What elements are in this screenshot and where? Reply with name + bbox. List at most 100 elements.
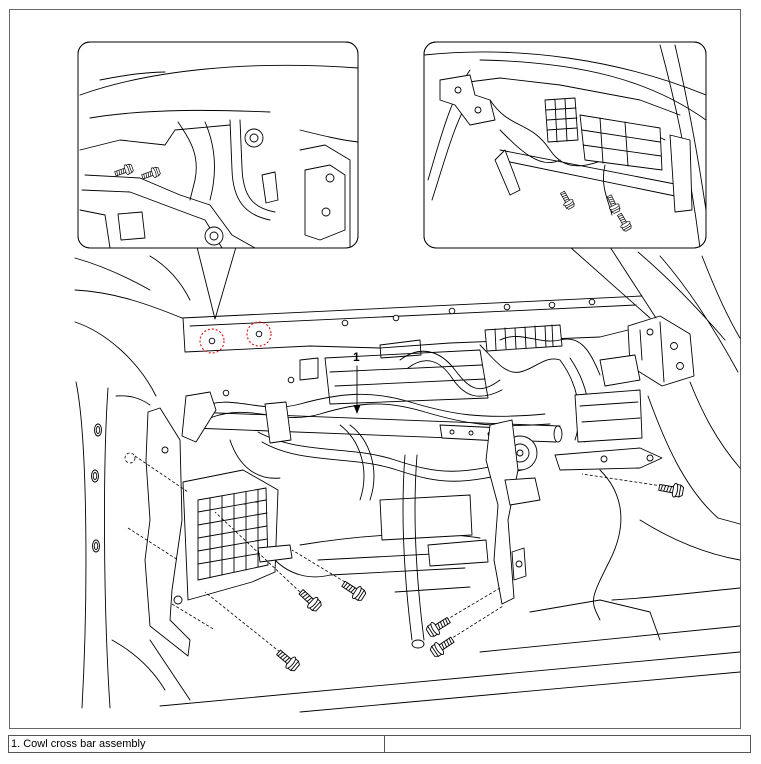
left-detail-callout: [77, 41, 359, 320]
cowl-hole: [222, 389, 230, 397]
cowl-hole: [588, 298, 596, 306]
right-detail-hole: [474, 106, 482, 114]
left-detail-hole-inner: [209, 231, 219, 241]
cross-bar-tube-end: [553, 425, 563, 443]
bracket-hole: [670, 342, 678, 350]
bracket-hole: [161, 446, 169, 454]
bracket-hole: [173, 595, 183, 605]
part-callout-1: 1: [353, 350, 361, 414]
console-panel: [427, 539, 489, 567]
bracket-hole: [515, 560, 523, 568]
junction-box-connector: [257, 544, 293, 563]
center-bracket-body: [485, 419, 519, 605]
pillar-hole-inner: [93, 542, 99, 550]
right-module-box: [574, 389, 643, 443]
fuse-grid: [197, 489, 269, 578]
floor-lines: [149, 599, 741, 713]
vent-grille: [484, 324, 563, 352]
cowl-hole: [208, 337, 216, 345]
dashed-leader-lines: [127, 455, 663, 653]
dashed-hole-indicator: [124, 452, 136, 464]
knee-bracket-body: [144, 407, 191, 657]
left-pillar-lines: [74, 255, 191, 709]
round-housing-center: [516, 449, 524, 457]
console-panel: [379, 494, 473, 541]
pillar-hole: [92, 539, 100, 553]
left-detail-connector: [117, 211, 146, 241]
legend-empty-cell: [384, 735, 751, 753]
right-detail-end-bracket: [669, 134, 693, 213]
bracket-hole: [646, 454, 654, 462]
cowl-hole: [287, 376, 295, 384]
right-detail-hvac-lines: [581, 117, 662, 167]
right-callout-frame: [423, 41, 707, 249]
side-bracket-folds: [639, 321, 665, 383]
pillar-hole-inner: [92, 472, 98, 480]
main-assembly-drawing: 1: [74, 251, 741, 713]
cowl-slot: [299, 357, 319, 381]
left-detail-hole: [244, 128, 264, 148]
left-detail-hole: [321, 207, 331, 217]
legend-item: 1. Cowl cross bar assembly: [8, 735, 385, 753]
hvac-center-module: [324, 324, 563, 405]
left-detail-hole: [325, 173, 335, 183]
callout-number: 1: [353, 350, 360, 364]
cross-bar-left-end-bracket: [181, 391, 217, 443]
bracket-hole: [600, 455, 608, 463]
left-detail-hole: [204, 226, 224, 246]
bracket-hole: [676, 362, 684, 370]
cowl-hole: [503, 303, 511, 311]
left-detail-hole-inner: [249, 133, 259, 143]
red-dashed-marker-circle: [246, 321, 272, 347]
harness-connector: [411, 639, 425, 649]
left-detail-lines: [79, 64, 358, 248]
cowl-hole: [341, 319, 349, 327]
pillar-hole: [94, 423, 102, 437]
red-dashed-marker-circle: [199, 328, 225, 354]
center-vertical-bracket: [485, 419, 541, 605]
center-bracket-clip: [504, 477, 541, 506]
diagram-canvas: 1: [9, 9, 741, 729]
cowl-panel: [181, 295, 643, 397]
left-callout-pointer: [196, 246, 237, 320]
right-detail-hole: [454, 86, 462, 94]
pillar-hole-inner: [95, 426, 101, 434]
cowl-hole: [548, 301, 556, 309]
pillar-hole: [91, 469, 99, 483]
right-upper-module: [599, 354, 641, 387]
left-callout-detail-drawing: [79, 64, 358, 248]
right-module-lines: [579, 401, 641, 423]
removal-markers: [199, 321, 272, 354]
legend-row: 1. Cowl cross bar assembly: [8, 735, 751, 753]
legend-table: 1. Cowl cross bar assembly: [8, 735, 751, 753]
cowl-hole: [392, 314, 400, 322]
right-detail-strut: [494, 149, 521, 196]
hvac-housing-lines: [329, 339, 486, 387]
left-detail-bracket: [304, 164, 346, 241]
callout-arrowhead: [353, 405, 361, 414]
fuse-panel: [197, 487, 269, 581]
cowl-hole: [448, 307, 456, 315]
right-callout-background: [423, 41, 707, 249]
bracket-hole: [449, 429, 455, 435]
left-detail-clip: [261, 171, 279, 204]
cowl-panel-edges: [181, 295, 643, 353]
left-callout-frame: [77, 41, 359, 249]
cowl-hole: [255, 330, 263, 338]
right-detail-callout: [423, 41, 707, 319]
right-side-module: [554, 354, 663, 471]
right-detail-vent-grid: [545, 98, 578, 143]
left-a-pillar: [74, 255, 191, 709]
right-detail-bracket: [439, 74, 496, 126]
junction-box: [182, 469, 293, 601]
right-callout-pointer: [569, 246, 657, 319]
right-lower-bracket: [554, 447, 663, 471]
bolt: [428, 633, 457, 660]
right-callout-detail-drawing: [424, 44, 706, 248]
bracket-hole: [468, 430, 474, 436]
bolt: [295, 586, 324, 614]
figure-border: [9, 9, 741, 729]
bolt: [424, 613, 453, 640]
mounting-bolts: [273, 480, 685, 674]
hvac-housing: [324, 349, 489, 405]
